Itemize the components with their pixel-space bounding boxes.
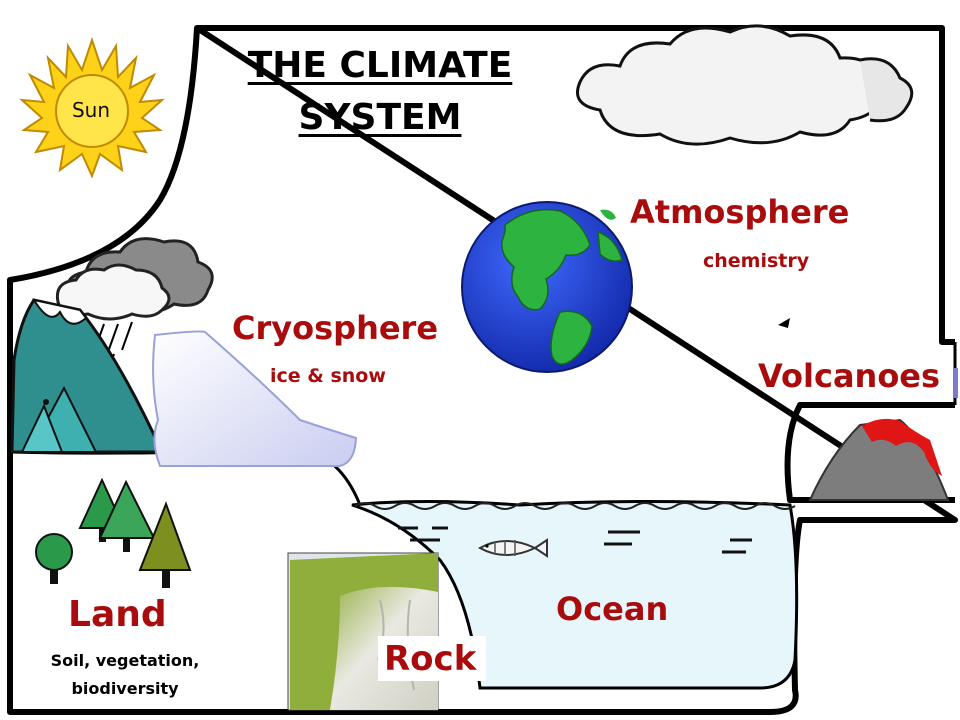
cryosphere-label: Cryosphere xyxy=(232,309,439,347)
water-ripples xyxy=(398,526,752,554)
mountain-icon xyxy=(10,298,165,454)
land-sublabel-1: Soil, vegetation, xyxy=(50,651,200,670)
atmosphere-sublabel: chemistry xyxy=(703,250,810,272)
cloud-icon xyxy=(576,24,914,146)
edge-mark xyxy=(778,318,790,328)
fish-icon xyxy=(477,538,548,558)
sun-icon xyxy=(19,36,165,179)
page-title: THE CLIMATE SYSTEM xyxy=(225,40,535,144)
volcano-icon xyxy=(808,418,950,501)
ocean-surface-waves xyxy=(354,502,796,510)
title-line-1: THE CLIMATE xyxy=(247,45,513,86)
glacier-ice xyxy=(152,330,358,467)
volcanoes-label: Volcanoes xyxy=(758,357,941,395)
title-line-2: SYSTEM xyxy=(298,97,462,138)
land-label: Land xyxy=(68,594,167,635)
forest-trees-icon xyxy=(35,477,192,588)
atmosphere-label: Atmosphere xyxy=(630,193,850,231)
cryosphere-sublabel: ice & snow xyxy=(270,365,386,387)
land-sublabel-2: biodiversity xyxy=(71,679,179,698)
sun-label: Sun xyxy=(71,98,111,122)
ocean-water xyxy=(351,500,799,690)
rock-label: Rock xyxy=(378,636,487,682)
ocean-label: Ocean xyxy=(556,590,669,628)
right-edge-mark xyxy=(954,368,958,398)
rain-cloud-icon xyxy=(55,237,214,377)
earth-globe-icon xyxy=(461,201,633,373)
rock-cliff-photo xyxy=(287,552,439,711)
